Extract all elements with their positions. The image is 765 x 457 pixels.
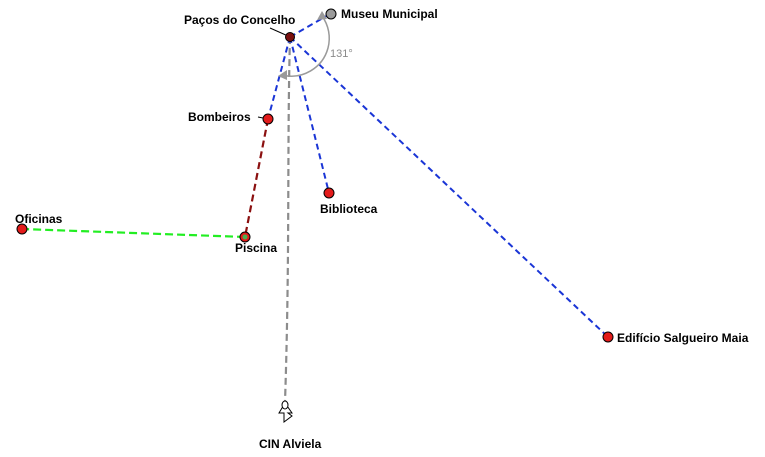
route-pacos-salgueiro	[289, 36, 609, 338]
route-piscina-oficinas	[21, 227, 246, 239]
piscina-marker-overlay-icon	[242, 234, 248, 240]
angle-arrowhead-bottom	[278, 70, 287, 80]
biblioteca-marker-icon[interactable]	[323, 187, 335, 199]
route-pacos-bombeiros	[267, 36, 291, 120]
museu-marker-icon[interactable]	[325, 8, 337, 20]
route-bombeiros-piscina	[243, 118, 270, 238]
route-pacos-museu	[289, 13, 331, 38]
pacos-marker-icon[interactable]	[285, 32, 295, 42]
cin-pin-marker-icon[interactable]	[278, 400, 293, 423]
bombeiros-marker-icon[interactable]	[262, 113, 274, 125]
label-piscina: Piscina	[235, 241, 278, 255]
salgueiro-marker-icon[interactable]	[602, 331, 614, 343]
label-oficinas: Oficinas	[15, 212, 63, 226]
angle-arrowhead-top	[317, 11, 327, 20]
label-edificio-salgueiro-maia: Edifício Salgueiro Maia	[617, 331, 749, 345]
label-biblioteca: Biblioteca	[320, 202, 378, 216]
pacos-leader-line	[269, 27, 289, 37]
angle-arc	[281, 15, 330, 77]
label-pacos-do-concelho: Paços do Concelho	[184, 13, 296, 27]
route-pacos-cin	[283, 36, 292, 403]
oficinas-marker-icon[interactable]	[16, 223, 28, 235]
angle-label: 131°	[330, 48, 353, 60]
label-cin-alviela: CIN Alviela	[259, 437, 322, 451]
label-museu-municipal: Museu Municipal	[341, 7, 438, 21]
label-bombeiros: Bombeiros	[188, 110, 251, 124]
route-pacos-biblioteca	[289, 36, 330, 194]
